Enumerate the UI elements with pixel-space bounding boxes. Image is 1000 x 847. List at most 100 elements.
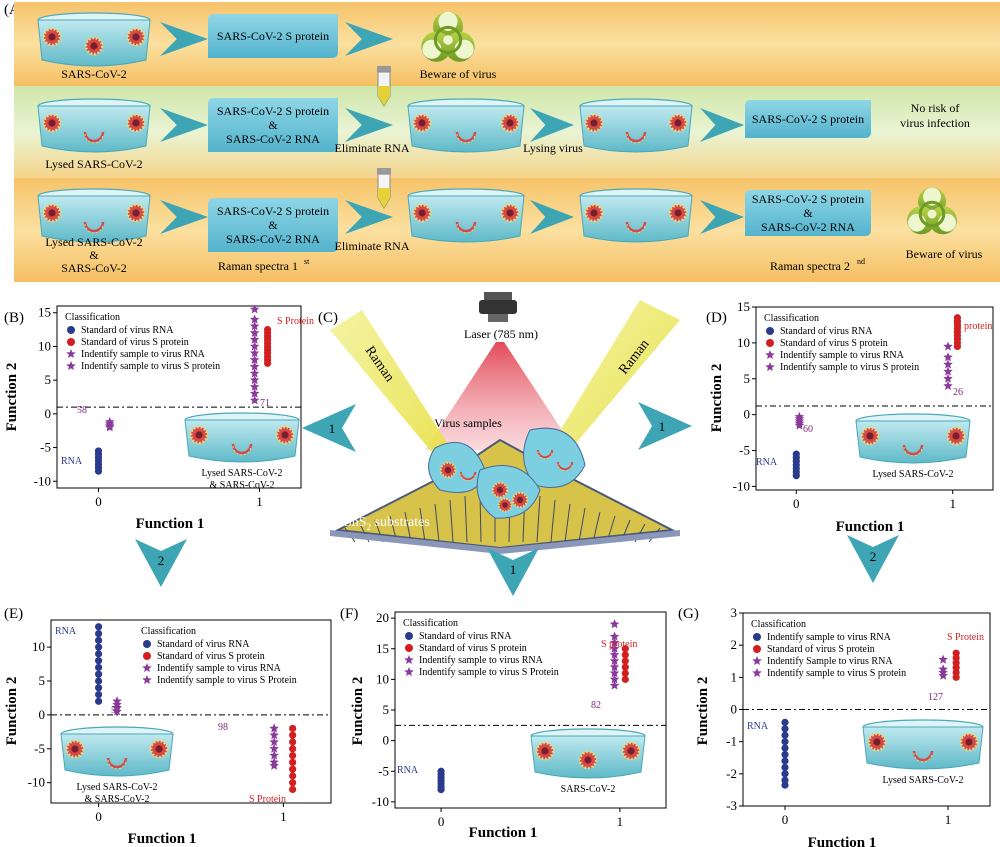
y-tick-label: 0 <box>731 702 738 717</box>
virus-particle <box>412 203 432 223</box>
box-label: SARS-CoV-2 S protein <box>752 112 864 126</box>
data-point-circle <box>95 643 103 651</box>
chart-panel-label: (F) <box>340 606 358 622</box>
data-point-star <box>249 368 260 378</box>
y-tick-label: -3 <box>726 798 737 813</box>
virus-particle <box>959 732 979 752</box>
virus-particle <box>860 426 880 446</box>
box-label: & <box>803 206 813 220</box>
x-tick-label: 1 <box>256 494 263 509</box>
legend-entry: Standard of virus RNA <box>780 326 873 337</box>
x-axis-label: Function 1 <box>136 516 205 532</box>
data-point-circle <box>289 731 297 739</box>
row2-step2: Lysing virus <box>523 141 583 155</box>
row1-sample-label: SARS-CoV-2 <box>61 67 127 81</box>
row3-sample: SARS-CoV-2 <box>61 261 127 275</box>
flow-arrow <box>160 108 208 142</box>
data-point-star <box>249 354 260 364</box>
text-box: SARS-CoV-2 S protein <box>745 100 871 138</box>
raman-spectra-2: Raman spectra 2 <box>770 259 850 273</box>
y-tick-label: -10 <box>28 775 45 790</box>
box-label: SARS-CoV-2 S protein <box>217 29 329 43</box>
box-shape <box>208 14 338 58</box>
raman-spectra-1-sup: st <box>304 257 310 266</box>
substrate-stripe <box>434 503 440 543</box>
data-point-circle <box>781 770 789 778</box>
data-point-star <box>609 619 620 629</box>
data-point-star <box>249 395 260 405</box>
data-point-star <box>609 680 620 690</box>
dish-caption: Lysed SARS-CoV-2 <box>76 782 157 793</box>
data-point-circle <box>289 724 297 733</box>
step-arrow: 2 <box>847 535 899 583</box>
legend-marker-circle <box>753 633 761 641</box>
data-point-star <box>269 723 279 733</box>
data-point-star <box>938 664 948 674</box>
data-point-star <box>609 637 620 647</box>
substrate-stripe <box>550 499 556 543</box>
legend-entry: Indentify sample to virus RNA <box>81 349 206 360</box>
petri-dish <box>60 726 174 777</box>
box-label: & <box>268 218 278 232</box>
biohazard-ring <box>433 25 463 55</box>
row3-sample: Lysed SARS-CoV-2 <box>45 235 142 249</box>
data-point-star <box>269 743 279 753</box>
annotation-label: S Protein <box>947 632 984 643</box>
biohazard-center <box>443 35 453 45</box>
y-tick-label: -10 <box>34 473 51 488</box>
annotation-label: 127 <box>928 692 943 703</box>
data-point-star <box>249 334 260 344</box>
annotation-label: S Protein <box>277 316 314 327</box>
y-tick-label: 10 <box>737 335 750 350</box>
dish-body <box>37 105 151 153</box>
virus-particle <box>84 36 104 56</box>
data-point-circle <box>95 697 103 705</box>
dish-caption: SARS-CoV-2 <box>561 784 616 795</box>
data-point-star <box>609 662 620 672</box>
data-point-star <box>752 668 762 677</box>
y-axis-label: Function 2 <box>350 677 366 746</box>
row1-result-label: Beware of virus <box>420 67 497 81</box>
text-box: SARS-CoV-2 S protein&SARS-CoV-2 RNA <box>208 98 338 152</box>
data-point-star <box>609 631 620 641</box>
data-point-circle <box>621 651 629 659</box>
raman-beam-left <box>330 310 455 462</box>
annotation-label: 57 <box>111 705 121 716</box>
laser-head <box>484 292 512 300</box>
y-tick-label: 5 <box>383 702 390 717</box>
data-point-circle <box>289 765 297 773</box>
step-arrow: 1 <box>302 404 356 452</box>
virus-particle <box>511 491 529 509</box>
data-point-star <box>765 350 775 359</box>
legend-marker-circle <box>143 640 151 648</box>
text-box: SARS-CoV-2 S protein <box>208 14 338 58</box>
data-point-circle <box>781 725 789 733</box>
y-tick-label: -1 <box>726 734 737 749</box>
virus-particle <box>491 481 509 499</box>
legend-entry: Indentify sample to virus RNA <box>419 655 544 666</box>
data-point-circle <box>289 738 297 746</box>
arrow-number: 2 <box>870 549 877 564</box>
legend-entry: Indentify sample to virus RNA <box>780 350 905 361</box>
petri-dish <box>579 188 693 243</box>
annotation-label: 82 <box>591 700 601 711</box>
y-tick-label: 10 <box>32 639 45 654</box>
legend-entry: Indentify sample to virus RNA <box>767 632 892 643</box>
arrow-shape <box>638 402 692 450</box>
y-tick-label: -10 <box>372 794 389 809</box>
data-point-star <box>269 760 279 770</box>
y-tick-label: 0 <box>39 707 46 722</box>
box-label: SARS-CoV-2 RNA <box>226 132 320 146</box>
y-tick-label: 15 <box>737 299 750 314</box>
y-tick-label: 1 <box>731 669 738 684</box>
annotation-label: RNA <box>61 456 83 467</box>
virus-particle <box>42 27 62 47</box>
data-point-star <box>142 663 152 672</box>
data-point-circle <box>95 657 103 665</box>
y-axis-label: Function 2 <box>695 677 711 746</box>
substrate-stripe <box>564 503 571 543</box>
row2-result: No risk of <box>911 101 960 115</box>
laser-label: Laser (785 nm) <box>464 327 538 341</box>
y-tick-label: -2 <box>726 766 737 781</box>
